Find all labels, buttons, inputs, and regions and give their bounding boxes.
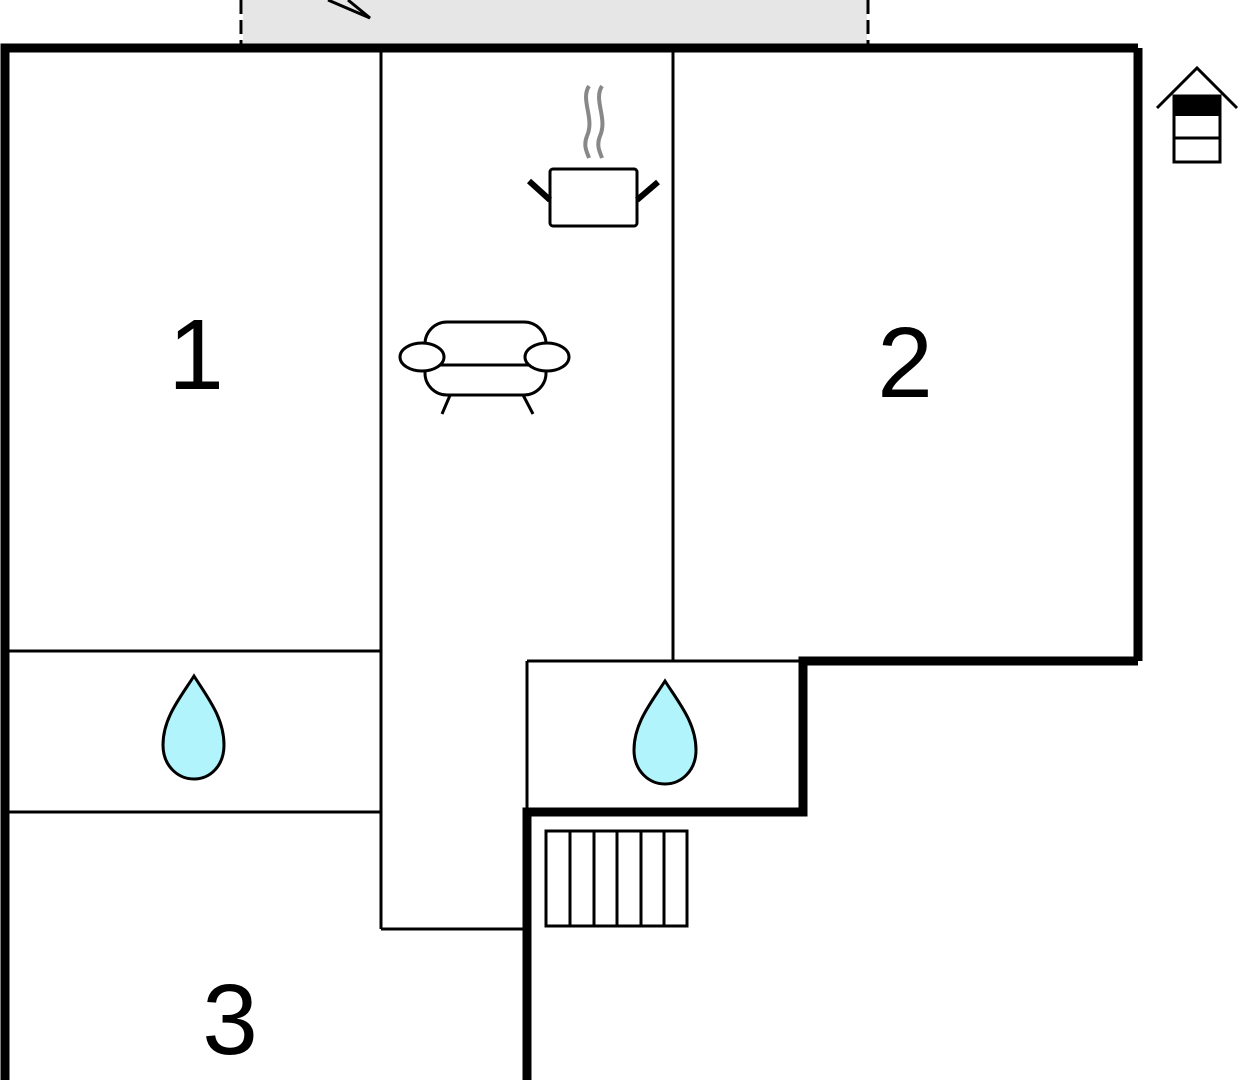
room-2-label: 2 <box>877 307 933 419</box>
stairs-icon <box>544 829 689 928</box>
door-swing-arc <box>327 0 371 20</box>
sofa-icon <box>398 320 571 415</box>
water-drop-icon <box>632 678 698 786</box>
terrace <box>239 0 870 44</box>
cooking-pot-icon <box>526 84 660 228</box>
house-floor-icon <box>1155 65 1239 164</box>
interior-walls <box>9 50 803 931</box>
water-drop-icon <box>161 673 226 781</box>
room-1-label: 1 <box>168 299 224 411</box>
exterior-walls <box>0 43 1143 1080</box>
room-3-label: 3 <box>202 964 258 1076</box>
